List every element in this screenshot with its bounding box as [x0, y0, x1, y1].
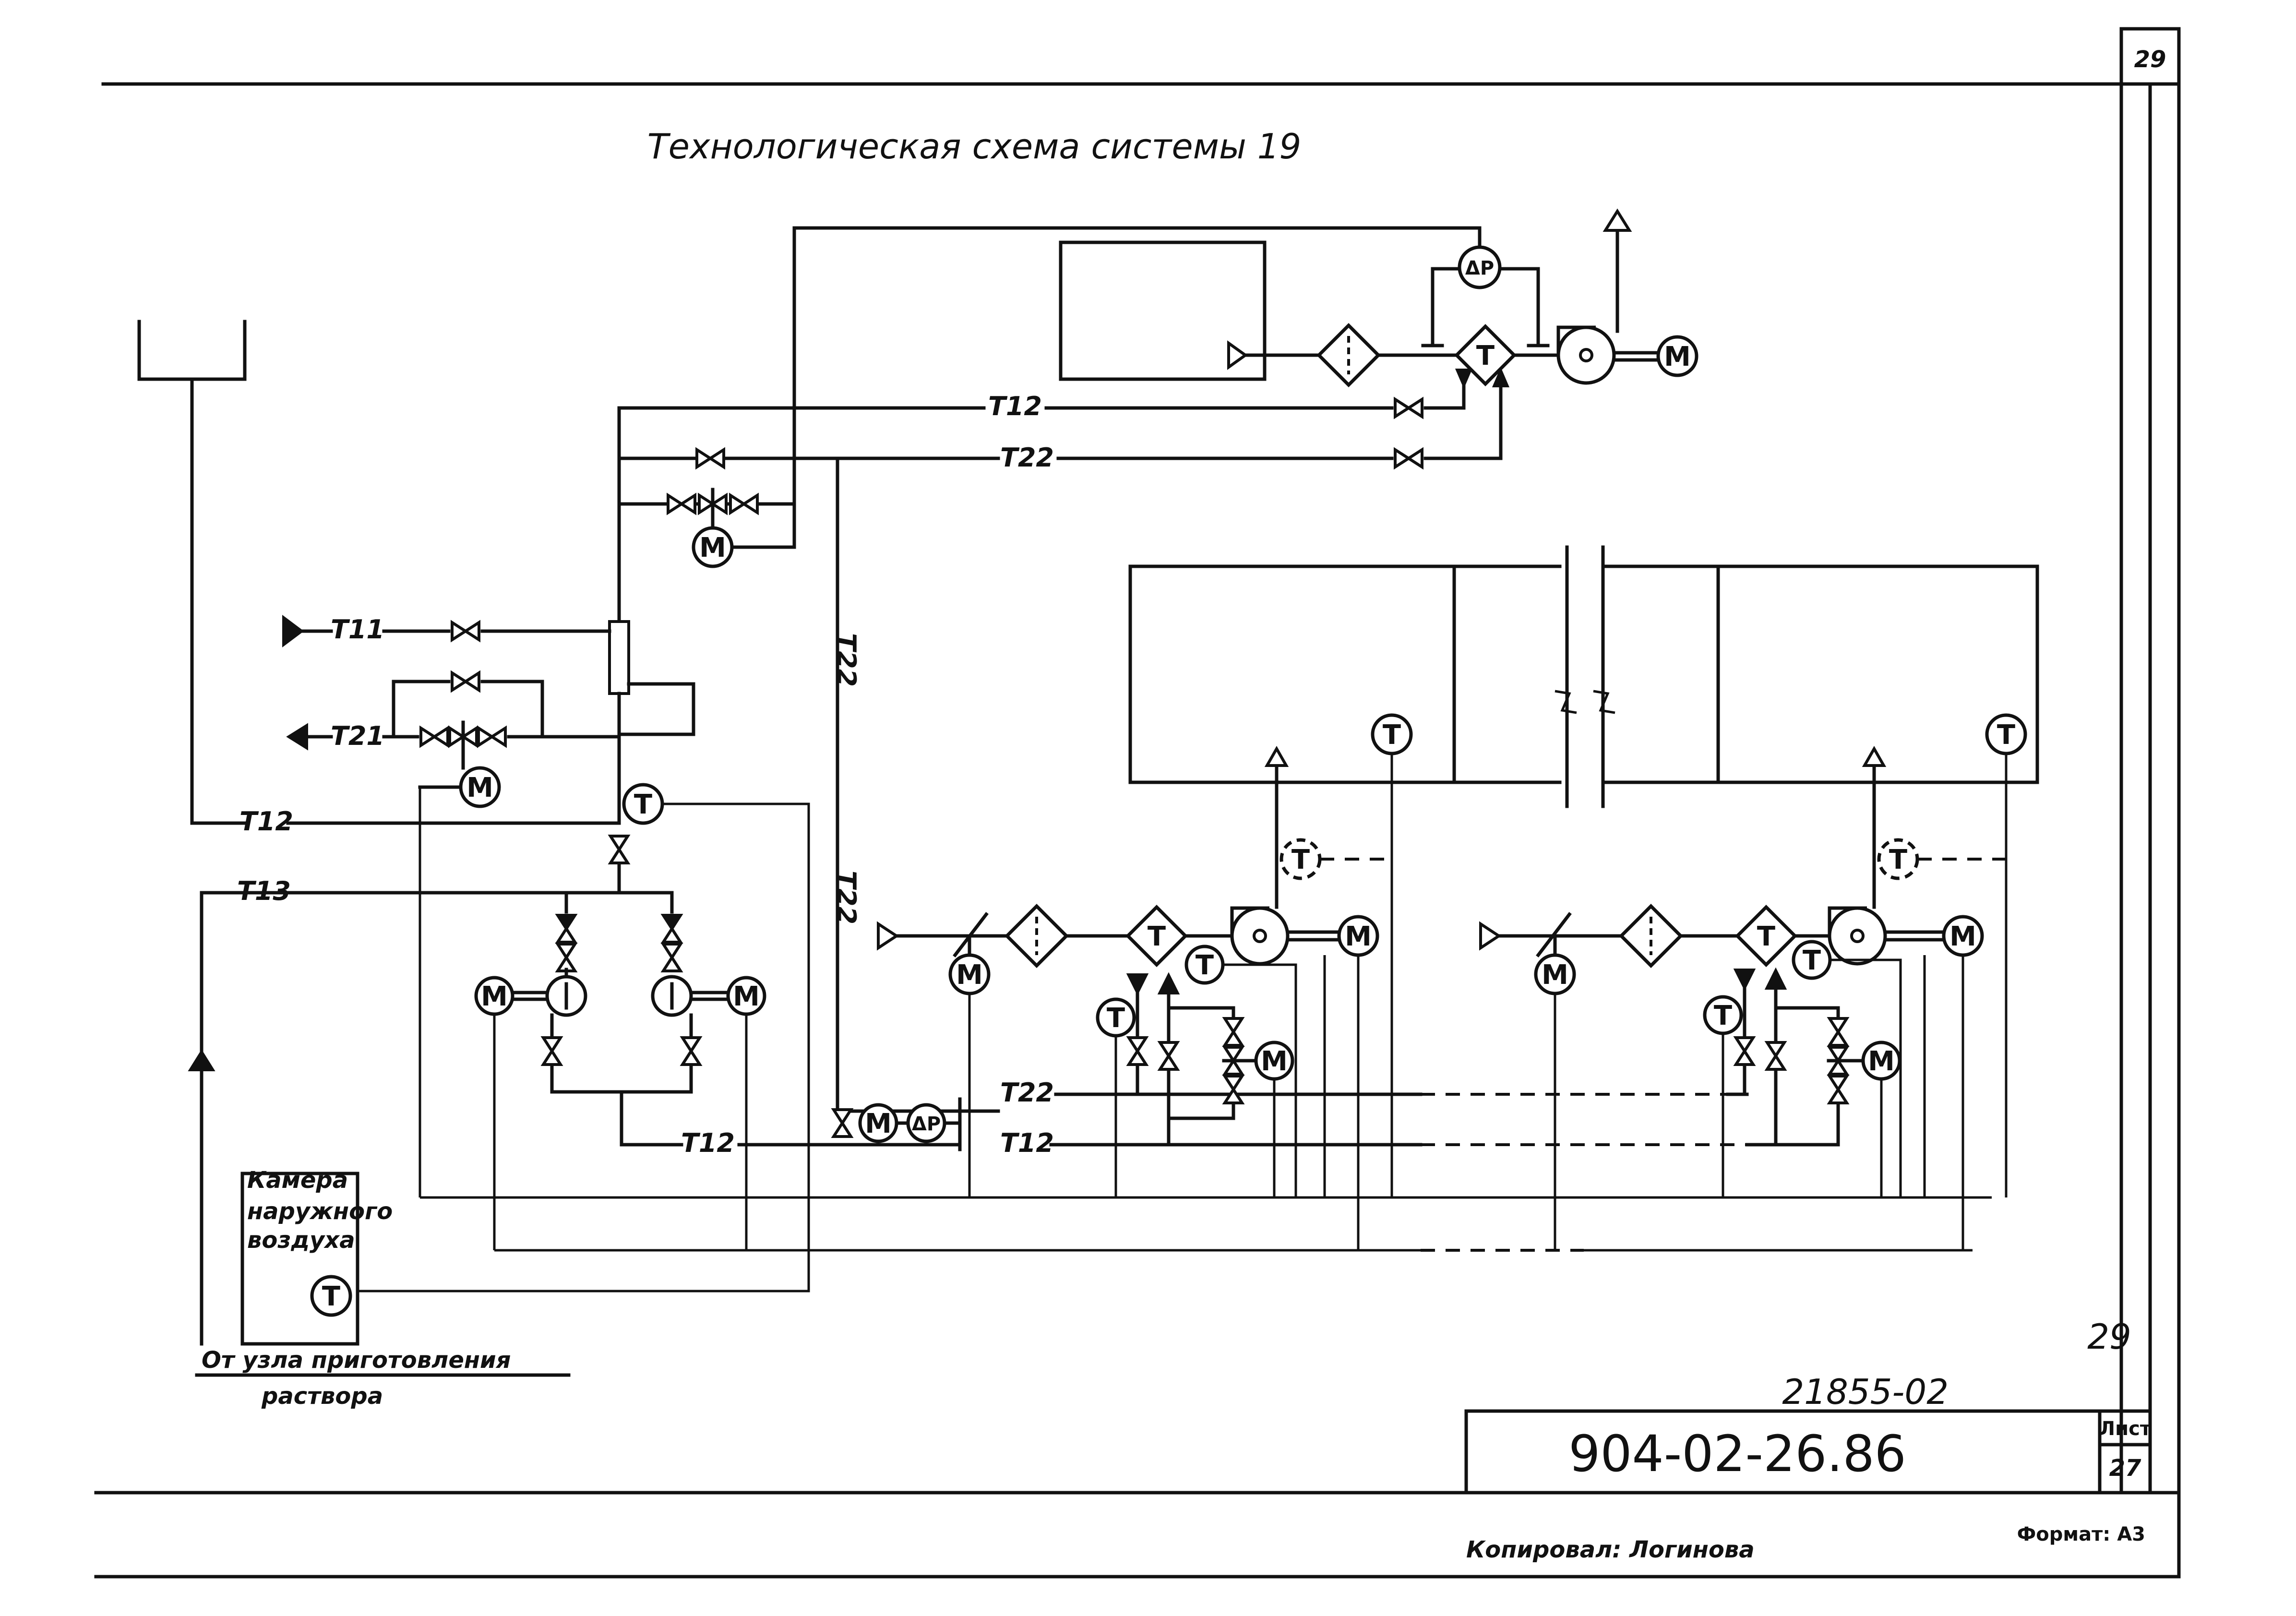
heater-top-label: Т	[1476, 340, 1495, 371]
temp-outdoor: Т	[322, 1281, 340, 1312]
temp-return-2: Т	[1803, 945, 1821, 976]
distribution-lines: М ΔР	[419, 787, 1992, 1252]
note-from-unit-2: раствора	[261, 1383, 383, 1410]
sheet-number: 27	[2109, 1455, 2141, 1482]
chamber-line-2: наружного	[247, 1198, 393, 1225]
temp-water-1: Т	[1107, 1003, 1125, 1034]
temp-room-1: Т	[1383, 719, 1401, 751]
label-t22-riser-1: Т22	[831, 633, 861, 687]
archive-number: 21855-02	[1782, 1372, 1949, 1412]
pump-station: Т М М	[188, 783, 962, 1346]
temp-duct-1: Т	[1292, 844, 1310, 875]
top-air-handling-unit: Т М ΔР	[792, 208, 1698, 549]
page-number-top: 29	[2134, 46, 2166, 73]
motor-bypass-top: М	[699, 532, 726, 563]
label-t11: Т11	[331, 614, 384, 645]
sheet-frame	[94, 27, 2181, 1579]
label-t12-left: Т12	[239, 806, 293, 837]
header-piping: М	[608, 382, 1503, 1113]
motor-top-fan: М	[1664, 341, 1691, 372]
drawing-title: Технологическая схема системы 19	[647, 126, 1302, 167]
note-from-unit: От узла приготовления	[202, 1347, 511, 1374]
label-t22-lower: Т22	[1000, 1077, 1054, 1108]
motor-pump-right: М	[733, 981, 760, 1012]
heater-2-label: Т	[1757, 921, 1775, 952]
label-t12-pump: Т12	[681, 1128, 735, 1158]
page-number-mark: 29	[2087, 1317, 2131, 1357]
motor-t21-valve: М	[466, 772, 493, 803]
format-label: Формат: А3	[2017, 1523, 2145, 1545]
t11-t21-connections: М	[282, 615, 621, 808]
sheet-label: Лист	[2099, 1418, 2152, 1440]
temp-water-2: Т	[1714, 1000, 1732, 1031]
temp-sensor-supply: Т	[634, 789, 652, 820]
motor-balance-valve: М	[865, 1108, 892, 1139]
served-rooms	[1128, 545, 2039, 808]
motor-valve-2: М	[1868, 1046, 1895, 1077]
temp-duct-2: Т	[1889, 844, 1907, 875]
chamber-line-3: воздуха	[247, 1227, 355, 1254]
heater-1-label: Т	[1148, 921, 1166, 952]
motor-damper-1: М	[956, 959, 983, 991]
label-t12-lower: Т12	[1000, 1128, 1054, 1158]
air-unit-1: М Т М Т Т Т Т	[877, 713, 1413, 1250]
label-t21: Т21	[331, 721, 384, 751]
expansion-tank	[137, 320, 247, 825]
label-t12-top: Т12	[988, 391, 1042, 421]
motor-valve-1: М	[1261, 1046, 1288, 1077]
motor-fan-2: М	[1949, 921, 1976, 952]
label-t22-riser-2: Т22	[831, 871, 861, 924]
motor-pump-left: М	[481, 981, 508, 1012]
motor-fan-1: М	[1345, 921, 1372, 952]
copied-by: Копировал: Логинова	[1466, 1536, 1755, 1563]
label-t13: Т13	[237, 876, 291, 906]
motor-damper-2: М	[1542, 959, 1568, 991]
temp-room-2: Т	[1997, 719, 2015, 751]
temp-return-1: Т	[1196, 950, 1214, 981]
outdoor-air-chamber: Камера наружного воздуха Т	[240, 1167, 393, 1346]
chamber-line-1: Камера	[247, 1167, 348, 1194]
air-unit-2: М Т М Т Т Т Т	[1479, 713, 2027, 1250]
dp-balance: ΔР	[912, 1113, 941, 1135]
document-code: 904-02-26.86	[1568, 1424, 1906, 1483]
dp-top: ΔР	[1465, 257, 1494, 279]
label-t22-top: Т22	[1000, 443, 1054, 473]
